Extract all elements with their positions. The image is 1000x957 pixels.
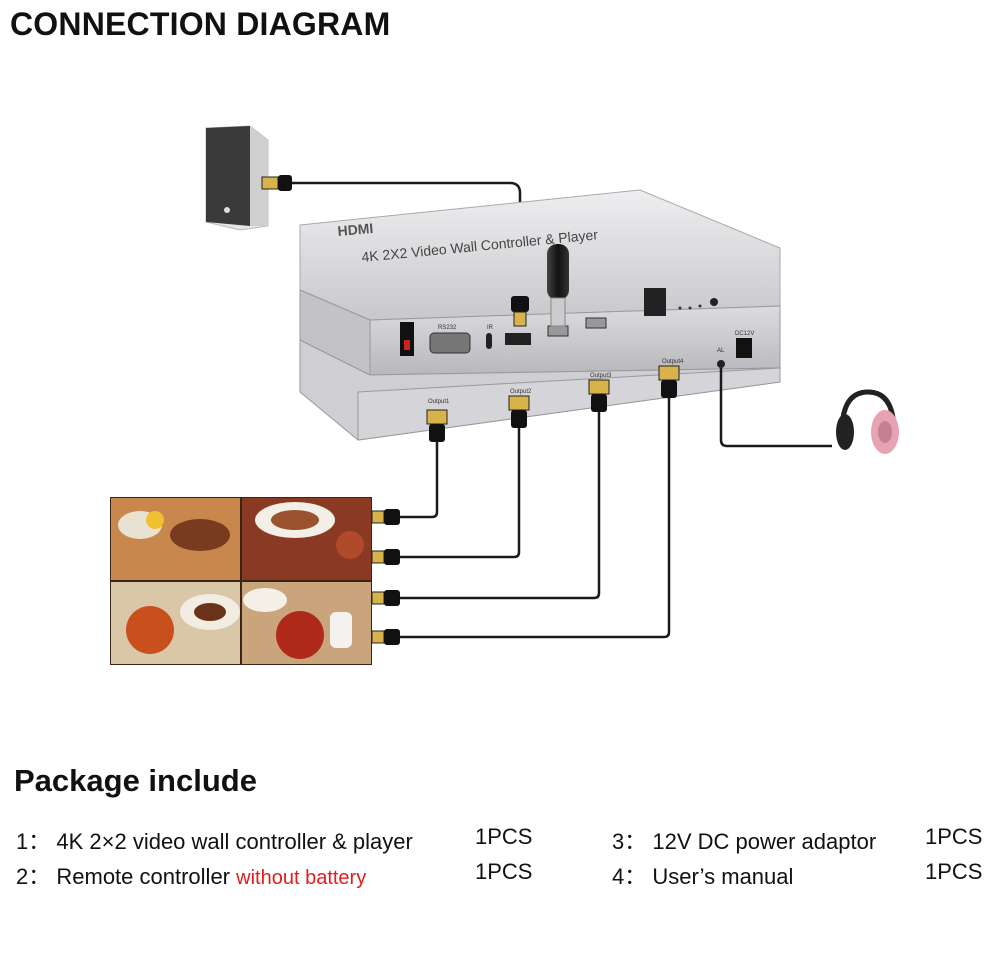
package-item-text: 12V DC power adaptor (652, 829, 877, 854)
package-item-number: 1： (16, 829, 51, 854)
hdmi-connector-source (261, 175, 292, 191)
package-item-text: User’s manual (652, 864, 794, 889)
package-item-1: 1： 4K 2×2 video wall controller & player (16, 824, 413, 856)
audio-jack (717, 360, 725, 368)
package-item-qty: 1PCS (925, 859, 983, 884)
output1-label: Output1 (428, 399, 450, 405)
video-wall-controller: HDMI 4K 2X2 Video Wall Controller & Play… (299, 189, 781, 441)
wall-screen-4 (242, 582, 371, 664)
package-item-qty: 1PCS (475, 824, 533, 849)
output4-label: Output4 (662, 359, 684, 365)
page-title: CONNECTION DIAGRAM (10, 6, 391, 42)
ir-label: IR (487, 325, 494, 331)
package-item-note: without battery (236, 867, 367, 889)
output3-label: Output3 (590, 373, 612, 379)
package-item-number: 2： (16, 864, 51, 889)
rs232-port (429, 332, 471, 354)
source-pc-box (205, 125, 269, 231)
rs232-label: RS232 (438, 325, 457, 331)
headphones-icon (836, 389, 899, 454)
package-title: Package include (14, 763, 257, 798)
power-switch (400, 322, 414, 356)
video-wall (110, 497, 372, 665)
output-plugs (371, 365, 680, 645)
output2-label: Output2 (510, 389, 532, 395)
package-item-qty: 1PCS (925, 824, 983, 849)
audio-label: AL (717, 348, 725, 354)
wall-screen-3 (111, 582, 240, 664)
brand-label: HDMI (337, 220, 374, 239)
connection-diagram: HDMI 4K 2X2 Video Wall Controller & Play… (110, 125, 899, 665)
output-cables (400, 396, 671, 639)
sd-card-slot (644, 288, 666, 316)
package-item-3: 3： 12V DC power adaptor (612, 824, 876, 856)
wall-screen-2 (242, 498, 371, 580)
usb-flash-drive (547, 244, 569, 327)
wall-screen-1 (111, 498, 240, 580)
package-item-number: 3： (612, 829, 647, 854)
usb-port-2 (585, 317, 607, 329)
package-item-text: 4K 2×2 video wall controller & player (56, 829, 413, 854)
package-item-4: 4： User’s manual (612, 859, 793, 891)
dc-power-port (736, 338, 752, 358)
hdmi-input-cable (290, 181, 522, 300)
package-item-2: 2： Remote controller without battery (16, 859, 366, 891)
package-item-text: Remote controller (56, 864, 231, 889)
usb-port-1 (547, 325, 569, 337)
audio-cable (719, 368, 832, 448)
package-item-qty: 1PCS (475, 859, 533, 884)
power-label: DC12V (735, 331, 754, 337)
hdmi-plug-input (511, 296, 529, 327)
package-item-number: 4： (612, 864, 647, 889)
hdmi-in-port (505, 333, 531, 345)
